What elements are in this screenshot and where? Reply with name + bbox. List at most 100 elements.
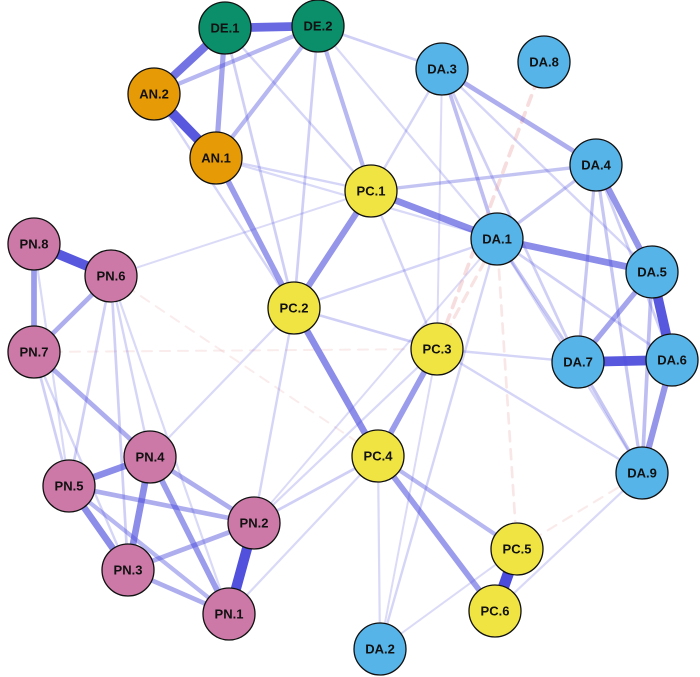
node-circle — [123, 430, 177, 484]
node-DA.3: DA.3 — [415, 42, 469, 96]
node-circle — [569, 138, 623, 192]
node-circle — [645, 333, 699, 387]
node-label: DA.2 — [365, 642, 395, 657]
edge-DA.3-DA.7 — [440, 67, 580, 364]
node-circle — [267, 281, 321, 335]
edge-PC.3-DA.9 — [435, 347, 644, 475]
node-PN.2: PN.2 — [227, 496, 281, 550]
node-label: PN.7 — [20, 345, 49, 360]
node-PC.4: PC.4 — [351, 429, 405, 483]
edge-PN.7-PN.3 — [32, 350, 130, 572]
edge-PC.6-DA.9 — [493, 471, 644, 613]
node-label: DE.1 — [211, 21, 240, 36]
node-label: PN.4 — [136, 450, 166, 465]
edge-DA.1-DA.6 — [495, 237, 674, 362]
node-circle — [517, 35, 571, 89]
node-DA.6: DA.6 — [645, 333, 699, 387]
node-PN.3: PN.3 — [101, 543, 155, 597]
edge-PN.6-PN.4 — [109, 274, 152, 459]
node-circle — [42, 459, 96, 513]
edge-AN.2-DE.2 — [151, 23, 321, 97]
edge-PC.1-PN.6 — [110, 190, 372, 277]
node-circle — [7, 325, 61, 379]
node-PC.2: PC.2 — [267, 281, 321, 335]
node-circle — [410, 322, 464, 376]
node-AN.2: AN.2 — [127, 67, 181, 121]
edge-PC.2-DA.1 — [292, 237, 499, 310]
node-PC.1: PC.1 — [344, 164, 398, 218]
edge-PC.3-PN.2 — [252, 347, 439, 525]
edge-PC.4-PN.1 — [227, 454, 380, 616]
node-label: PN.3 — [114, 563, 143, 578]
edge-PN.5-PN.1 — [66, 483, 232, 617]
node-DA.8: DA.8 — [517, 35, 571, 89]
node-label: PN.2 — [240, 516, 269, 531]
node-label: PC.3 — [423, 342, 452, 357]
node-circle — [84, 249, 138, 303]
edge-PC.2-PN.4 — [148, 306, 296, 459]
edge-PC.4-PC.6 — [375, 453, 498, 614]
edge-DA.5-DA.9 — [640, 270, 654, 475]
node-DA.9: DA.9 — [615, 446, 669, 500]
edge-DA.3-DA.4 — [439, 66, 599, 168]
edge-DA.8-PC.3 — [435, 60, 546, 351]
edge-DE.2-PC.1 — [315, 23, 374, 194]
node-label: DA.7 — [563, 355, 593, 370]
edge-PN.2-DA.1 — [253, 238, 498, 524]
edge-PC.4-PC.5 — [375, 453, 520, 552]
node-label: PC.5 — [503, 542, 532, 557]
node-circle — [490, 522, 544, 576]
node-circle — [468, 584, 522, 638]
edge-DE.2-DA.1 — [316, 24, 499, 241]
node-DA.4: DA.4 — [569, 138, 623, 192]
node-PC.6: PC.6 — [468, 584, 522, 638]
node-circle — [415, 42, 469, 96]
node-DA.2: DA.2 — [353, 622, 407, 676]
node-circle — [227, 496, 281, 550]
edge-DA.2-PC.5 — [379, 548, 518, 650]
node-circle — [189, 131, 243, 185]
edge-DE.2-AN.1 — [213, 23, 321, 161]
node-label: DA.8 — [529, 55, 559, 70]
node-circle — [344, 164, 398, 218]
node-circle — [7, 217, 61, 271]
edge-DA.3-PC.3 — [436, 68, 443, 350]
node-PN.5: PN.5 — [42, 459, 96, 513]
edge-AN.1-PC.2 — [213, 155, 297, 311]
edge-PC.4-DA.2 — [376, 454, 382, 651]
edge-PC.2-PN.2 — [252, 306, 296, 525]
node-circle — [470, 212, 524, 266]
node-circle — [101, 543, 155, 597]
node-DE.1: DE.1 — [198, 1, 252, 55]
node-DE.2: DE.2 — [291, 0, 345, 53]
edge-DA.1-DA.2 — [378, 237, 499, 651]
node-label: DA.5 — [637, 265, 667, 280]
node-label: PN.8 — [20, 237, 49, 252]
node-label: DA.6 — [657, 353, 687, 368]
edge-DA.4-DA.7 — [576, 163, 598, 364]
node-PN.4: PN.4 — [123, 430, 177, 484]
node-circle — [291, 0, 345, 53]
node-AN.1: AN.1 — [189, 131, 243, 185]
node-circle — [625, 245, 679, 299]
edge-AN.2-PC.2 — [152, 92, 296, 310]
node-PN.1: PN.1 — [202, 587, 256, 641]
edge-PC.1-DA.4 — [369, 163, 598, 193]
node-label: DA.3 — [427, 62, 457, 77]
edge-PC.2-PC.4 — [290, 304, 382, 460]
node-label: PC.1 — [357, 184, 386, 199]
node-circle — [127, 67, 181, 121]
node-label: DA.9 — [627, 466, 657, 481]
edge-PN.6-PN.5 — [67, 274, 113, 488]
node-PC.5: PC.5 — [490, 522, 544, 576]
edge-PN.7-PC.3 — [33, 348, 438, 353]
node-label: PN.5 — [55, 479, 84, 494]
node-label: DA.1 — [482, 232, 512, 247]
node-PN.7: PN.7 — [7, 325, 61, 379]
edge-PC.5-DA.1 — [495, 237, 519, 551]
node-circle — [198, 1, 252, 55]
node-DA.5: DA.5 — [625, 245, 679, 299]
nodes-layer: DE.1 DE.2AN.2AN.1 DA.3 DA.8DA.4PC.1DA.1 PN.8… — [7, 0, 699, 676]
node-label: AN.2 — [139, 87, 169, 102]
node-circle — [551, 335, 605, 389]
